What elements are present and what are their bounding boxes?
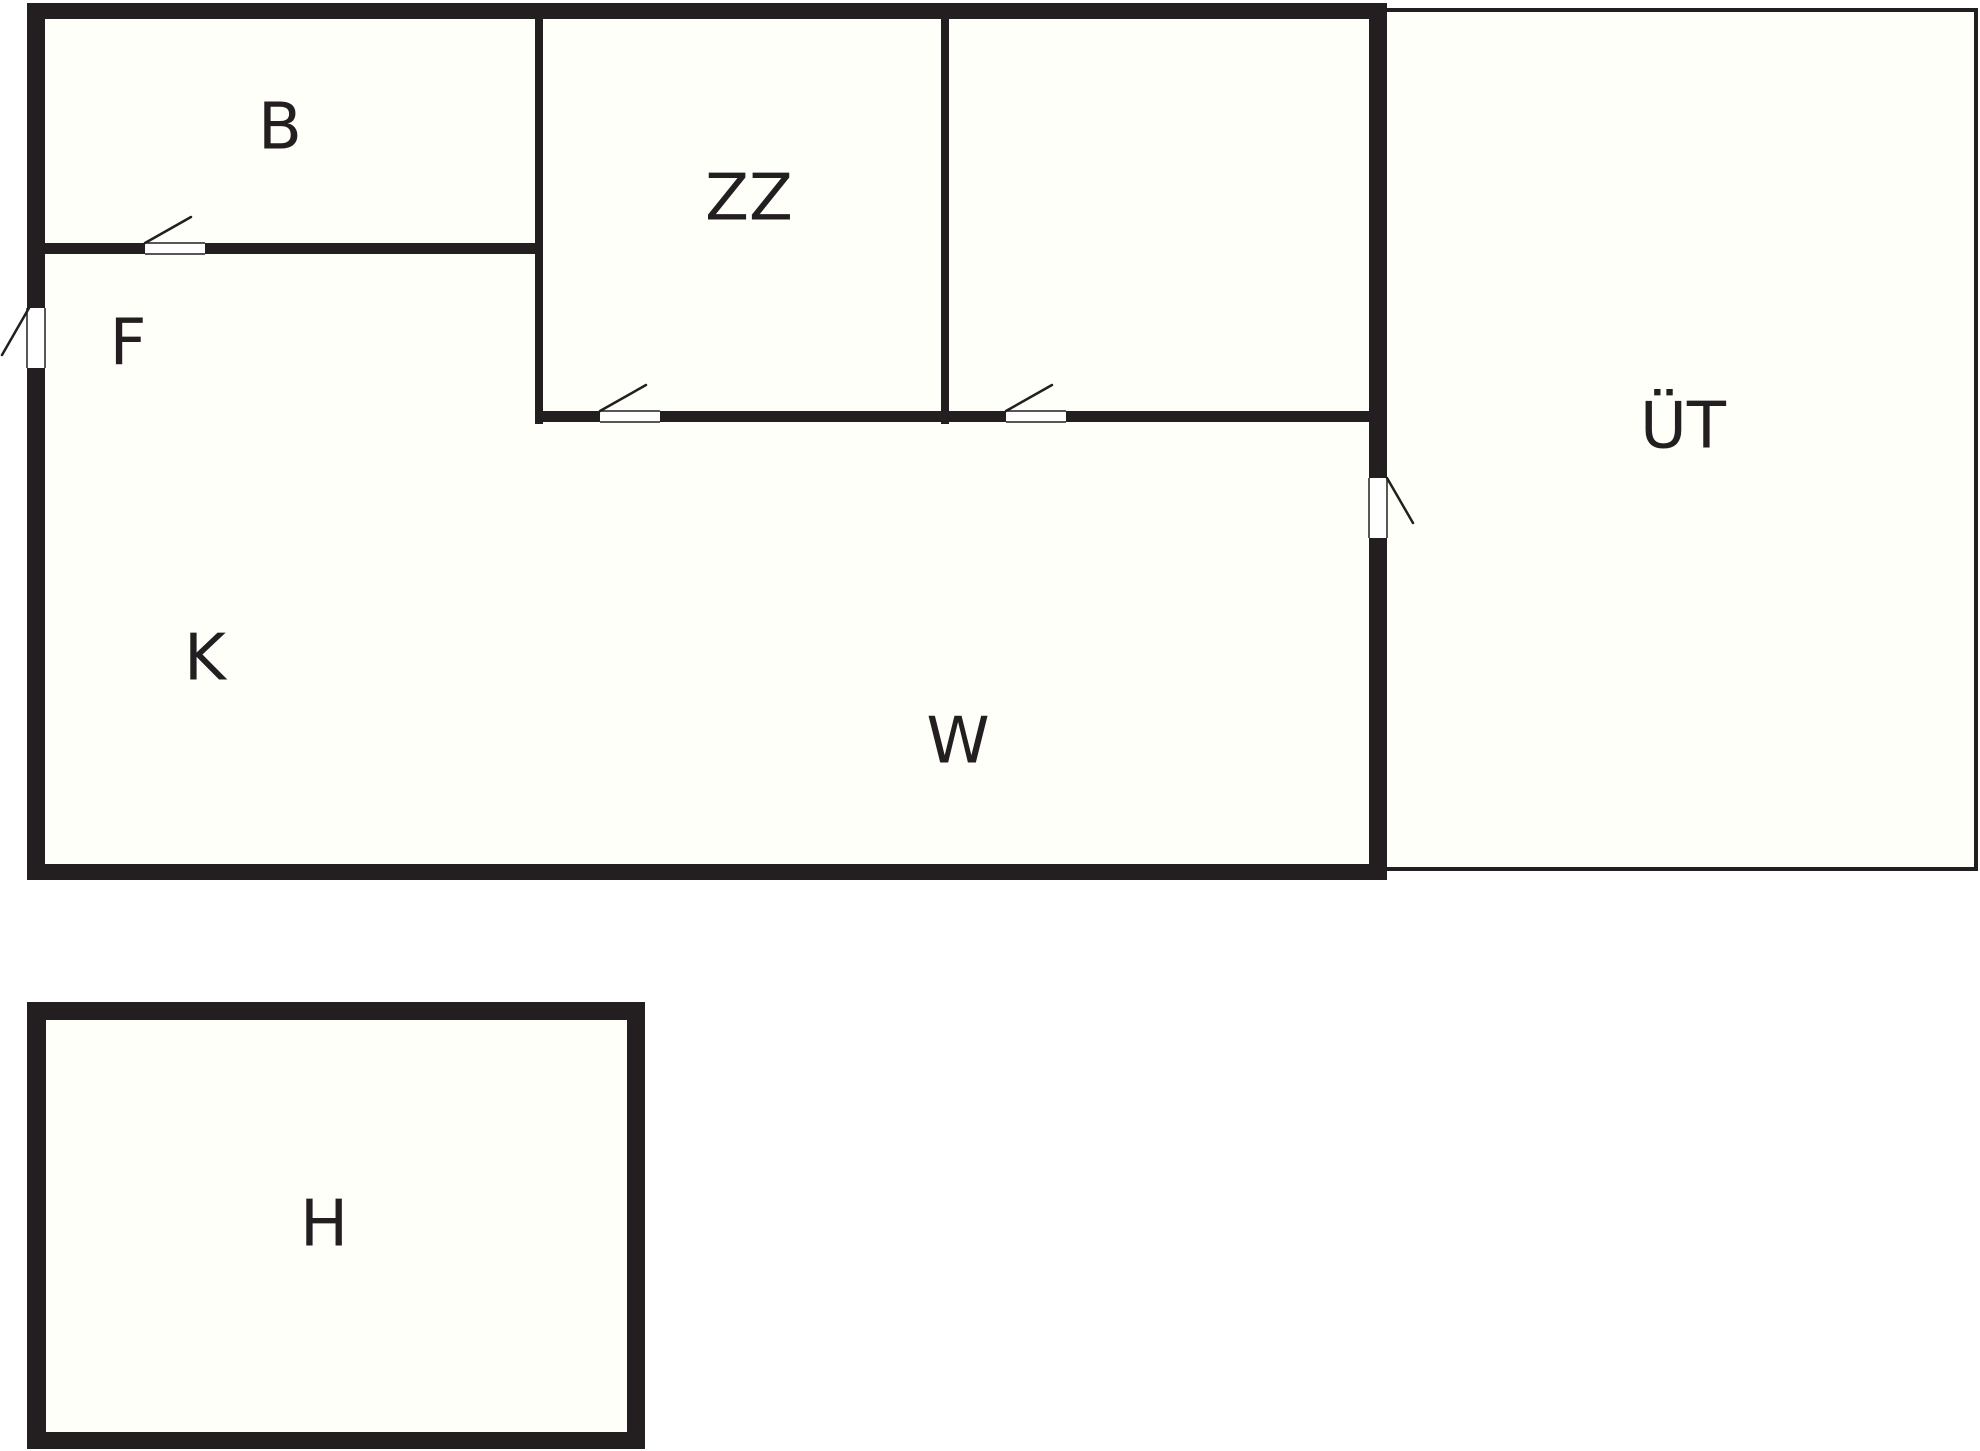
door-leaf-room3 bbox=[1004, 383, 1054, 413]
wall-b-bottom bbox=[38, 243, 536, 254]
storage-bottom-wall bbox=[27, 1432, 645, 1449]
storage-left-wall bbox=[27, 1002, 46, 1449]
terrace-floor bbox=[1388, 10, 1976, 869]
room-label-k: K bbox=[184, 622, 228, 696]
main-outer-right-wall bbox=[1369, 3, 1387, 880]
room-label-zz: ZZ bbox=[705, 162, 793, 236]
door-leaf-zz bbox=[598, 383, 648, 413]
door-leaf-terrace bbox=[1385, 476, 1415, 525]
main-outer-bottom-wall bbox=[27, 864, 1387, 880]
room-label-b: B bbox=[258, 91, 302, 165]
door-gap-entrance bbox=[27, 308, 45, 368]
door-gap-terrace bbox=[1369, 478, 1387, 538]
door-gap-room3 bbox=[1006, 410, 1066, 423]
room-label-h: H bbox=[300, 1188, 348, 1262]
wall-zz-left bbox=[535, 10, 543, 424]
main-floor bbox=[38, 16, 1374, 868]
door-leaf-b bbox=[143, 215, 193, 245]
main-outer-left-wall bbox=[27, 3, 45, 880]
storage-top-wall bbox=[27, 1002, 645, 1020]
wall-corridor bbox=[535, 411, 1373, 422]
main-outer-top-wall bbox=[27, 3, 1387, 19]
room-label-ut: ÜT bbox=[1640, 389, 1727, 464]
storage-right-wall bbox=[627, 1002, 645, 1449]
wall-zz-right bbox=[941, 10, 949, 424]
room-label-f: F bbox=[110, 307, 147, 381]
room-label-w: W bbox=[926, 705, 989, 779]
door-leaf-entrance bbox=[0, 306, 31, 357]
storage-floor bbox=[38, 1016, 630, 1440]
door-gap-zz bbox=[600, 410, 660, 423]
door-gap-b bbox=[145, 242, 205, 255]
